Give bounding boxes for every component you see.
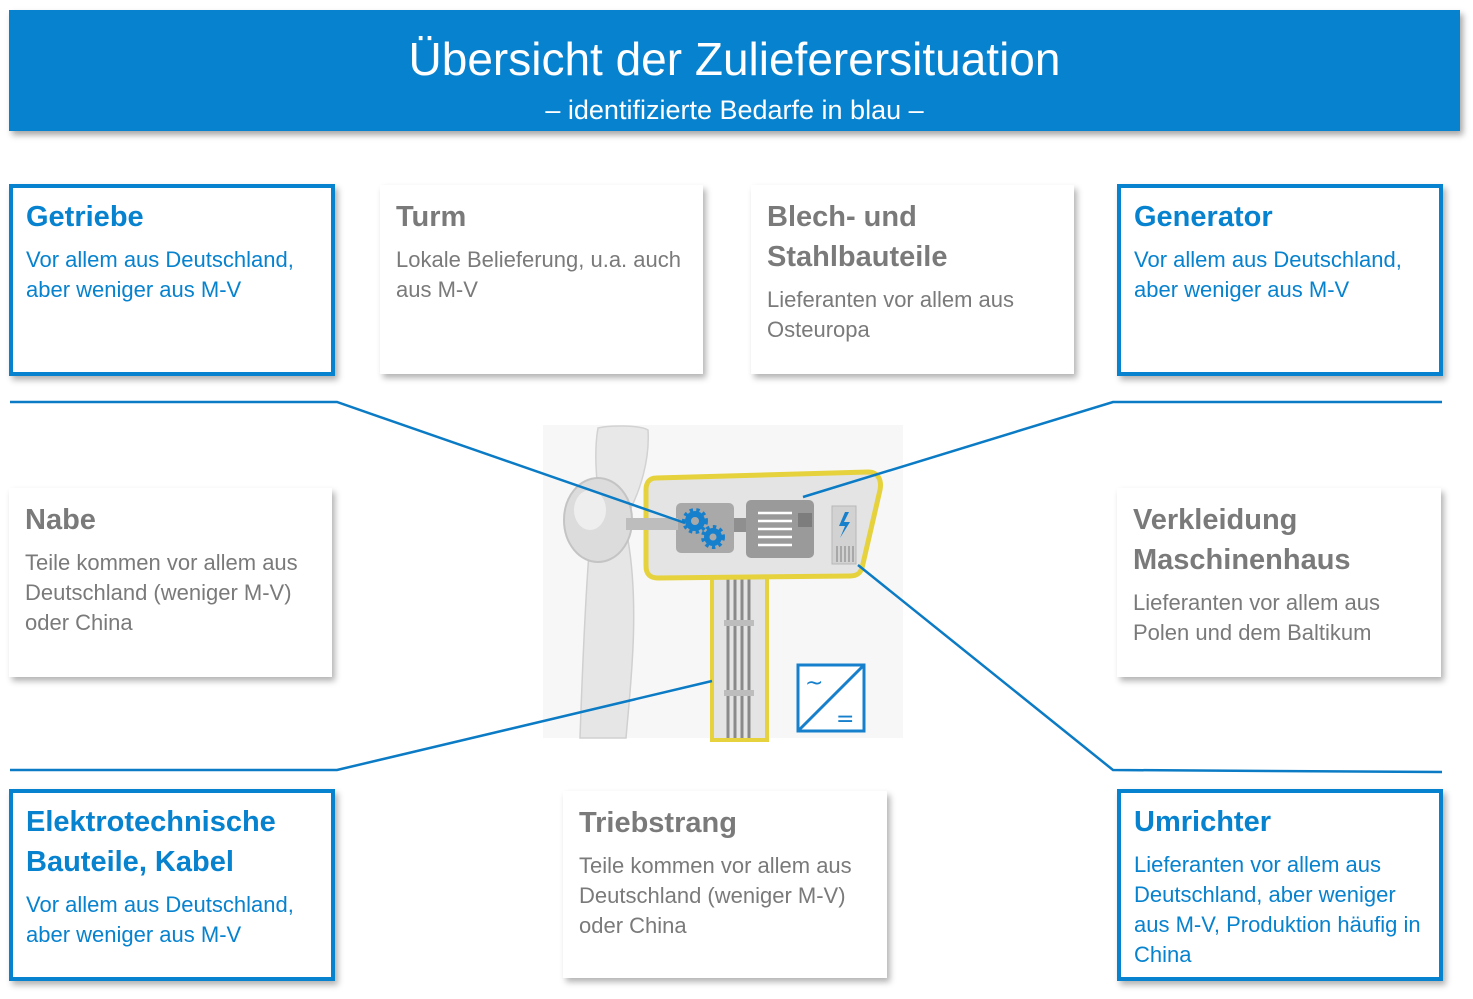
converter-ac-symbol: ~ (805, 671, 823, 696)
main-shaft (626, 518, 678, 530)
connector-generator (802, 400, 1442, 499)
card-description: Lieferanten vor allem aus Osteuropa (767, 287, 1015, 342)
connector-elektro (10, 679, 713, 772)
nacelle (643, 469, 883, 581)
generator-icon (746, 500, 814, 558)
card-title: Generator (1134, 201, 1273, 233)
rotor-hub-highlight (574, 490, 606, 530)
illustration-background (543, 425, 903, 738)
header-banner: Übersicht der Zulieferersituation – iden… (9, 10, 1460, 131)
rotor-blade-top (595, 425, 650, 511)
card-title: Getriebe (26, 201, 144, 233)
card-title: Turm (396, 201, 467, 233)
card-blech-stahlbauteile: Blech- und Stahlbauteile Lieferanten vor… (751, 185, 1074, 374)
card-elektrotechnische-bauteile: Elektrotechnische Bauteile, Kabel Vor al… (9, 789, 335, 981)
card-description: Vor allem aus Deutschland, aber weniger … (26, 892, 294, 947)
tower (710, 573, 769, 742)
card-description: Lokale Belieferung, u.a. auch aus M-V (396, 247, 681, 302)
rotor-hub (563, 477, 633, 563)
converter-icon: ~ = (796, 663, 866, 733)
cable-clamp (724, 690, 754, 696)
rotor-blade-bottom (579, 537, 635, 739)
card-description: Lieferanten vor allem aus Deutschland, a… (1134, 852, 1421, 967)
card-title: Nabe (25, 504, 96, 536)
card-generator: Generator Vor allem aus Deutschland, abe… (1117, 184, 1443, 376)
electrical-cabinet-icon (831, 505, 857, 565)
card-verkleidung-maschinenhaus: Verkleidung Maschinenhaus Lieferanten vo… (1117, 488, 1441, 677)
card-umrichter: Umrichter Lieferanten vor allem aus Deut… (1117, 789, 1443, 981)
cable-clamp (724, 620, 754, 626)
page-subtitle: – identifizierte Bedarfe in blau – (545, 95, 924, 125)
card-description: Vor allem aus Deutschland, aber weniger … (26, 247, 294, 302)
card-triebstrang: Triebstrang Teile kommen vor allem aus D… (563, 791, 887, 978)
cable-bundle (726, 575, 751, 738)
card-description: Teile kommen vor allem aus Deutschland (… (579, 853, 852, 938)
card-title: Triebstrang (579, 807, 737, 839)
card-title: Umrichter (1134, 806, 1271, 838)
card-title: Blech- und Stahlbauteile (767, 201, 948, 273)
card-description: Vor allem aus Deutschland, aber weniger … (1134, 247, 1402, 302)
coupling (734, 518, 748, 532)
card-nabe: Nabe Teile kommen vor allem aus Deutschl… (9, 488, 332, 677)
page-title: Übersicht der Zulieferersituation (408, 33, 1061, 85)
card-getriebe: Getriebe Vor allem aus Deutschland, aber… (9, 184, 335, 376)
card-title: Elektrotechnische Bauteile, Kabel (26, 806, 276, 878)
card-description: Teile kommen vor allem aus Deutschland (… (25, 550, 298, 635)
gearbox-icon (676, 503, 734, 553)
card-turm: Turm Lokale Belieferung, u.a. auch aus M… (380, 185, 703, 374)
card-description: Lieferanten vor allem aus Polen und dem … (1133, 590, 1381, 645)
converter-dc-symbol: = (836, 707, 854, 732)
card-title: Verkleidung Maschinenhaus (1133, 504, 1351, 576)
